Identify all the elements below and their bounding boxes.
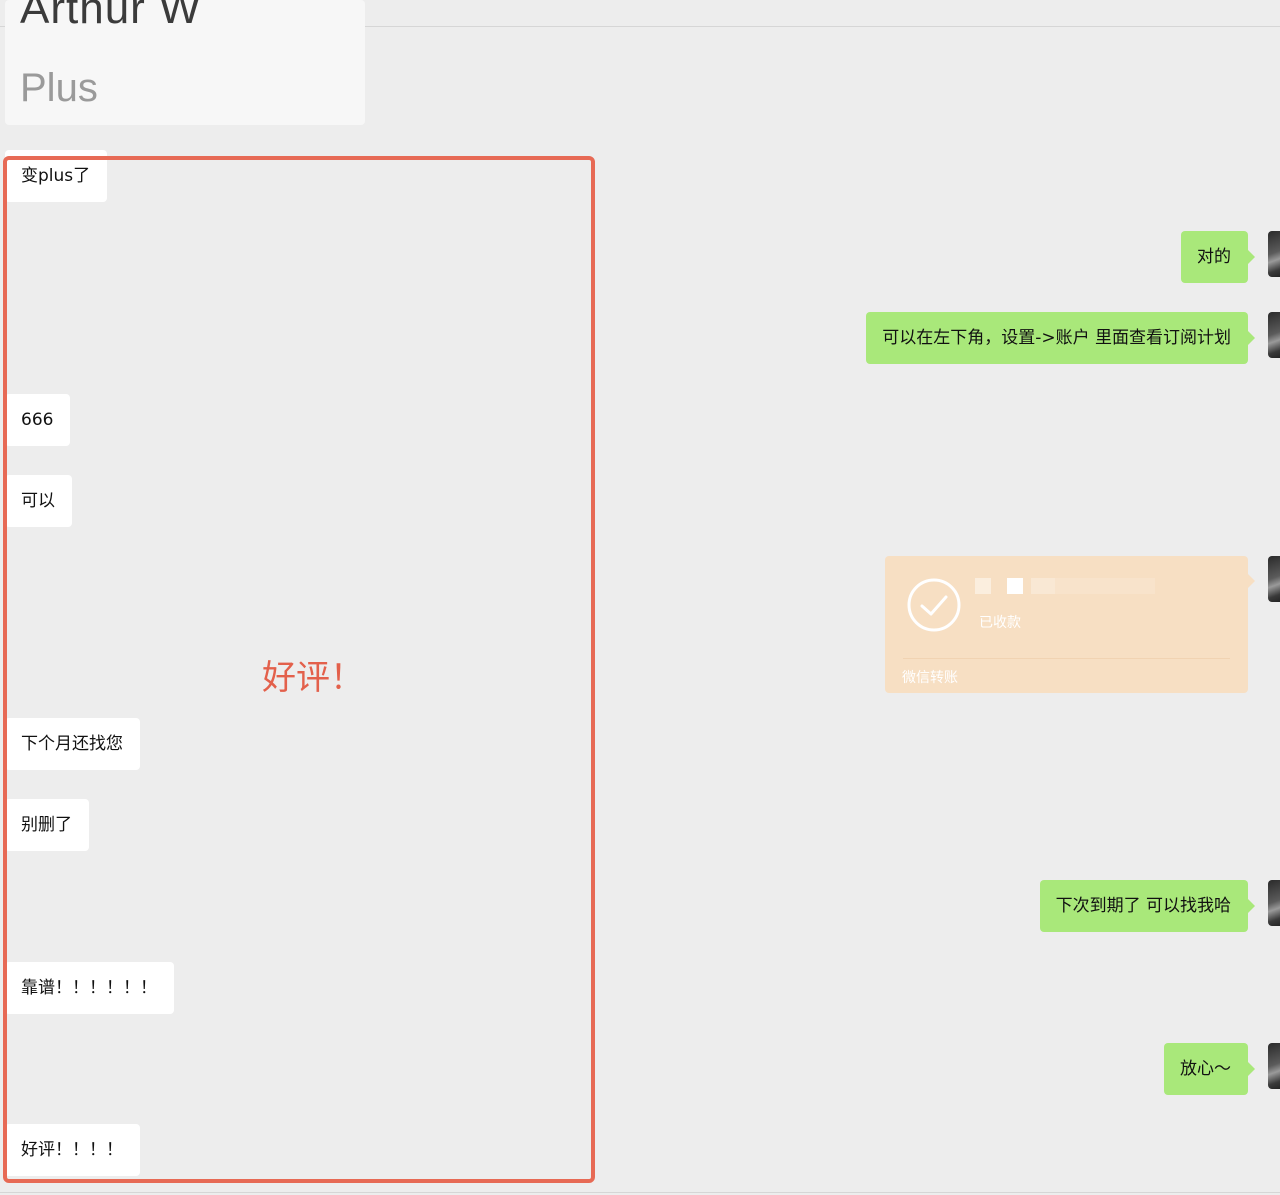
incoming-message[interactable]: 别删了 [5, 799, 89, 851]
outgoing-message[interactable]: 可以在左下角，设置->账户 里面查看订阅计划 [866, 312, 1255, 364]
highlight-box [3, 156, 595, 1183]
my-avatar[interactable] [1268, 556, 1280, 602]
contact-subtitle: Plus [20, 66, 98, 110]
contact-card[interactable]: Arthur W Plus [5, 0, 365, 125]
outgoing-message[interactable]: 放心～ [1164, 1043, 1255, 1095]
blurred-amount [975, 578, 1155, 594]
contact-name: Arthur W [20, 0, 202, 33]
outgoing-message[interactable]: 对的 [1181, 231, 1255, 283]
transfer-status: 已收款 [979, 615, 1021, 631]
incoming-message[interactable]: 靠谱！！！！！！ [5, 962, 174, 1014]
transfer-source: 微信转账 [902, 670, 958, 686]
transfer-card[interactable]: 已收款 微信转账 [885, 556, 1255, 693]
incoming-message[interactable]: 666 [5, 394, 71, 446]
my-avatar[interactable] [1268, 231, 1280, 277]
outgoing-message[interactable]: 下次到期了 可以找我哈 [1039, 880, 1256, 932]
transfer-divider [903, 658, 1230, 659]
incoming-message[interactable]: 可以 [5, 475, 72, 527]
my-avatar[interactable] [1268, 880, 1280, 926]
highlight-label: 好评！ [262, 658, 364, 698]
incoming-message[interactable]: 好评！！！！ [5, 1124, 140, 1176]
my-avatar[interactable] [1268, 1043, 1280, 1089]
bottom-divider [0, 1192, 1280, 1193]
check-circle-icon [907, 578, 961, 632]
my-avatar[interactable] [1268, 312, 1280, 358]
top-divider [0, 26, 1280, 27]
incoming-message[interactable]: 下个月还找您 [5, 718, 140, 770]
